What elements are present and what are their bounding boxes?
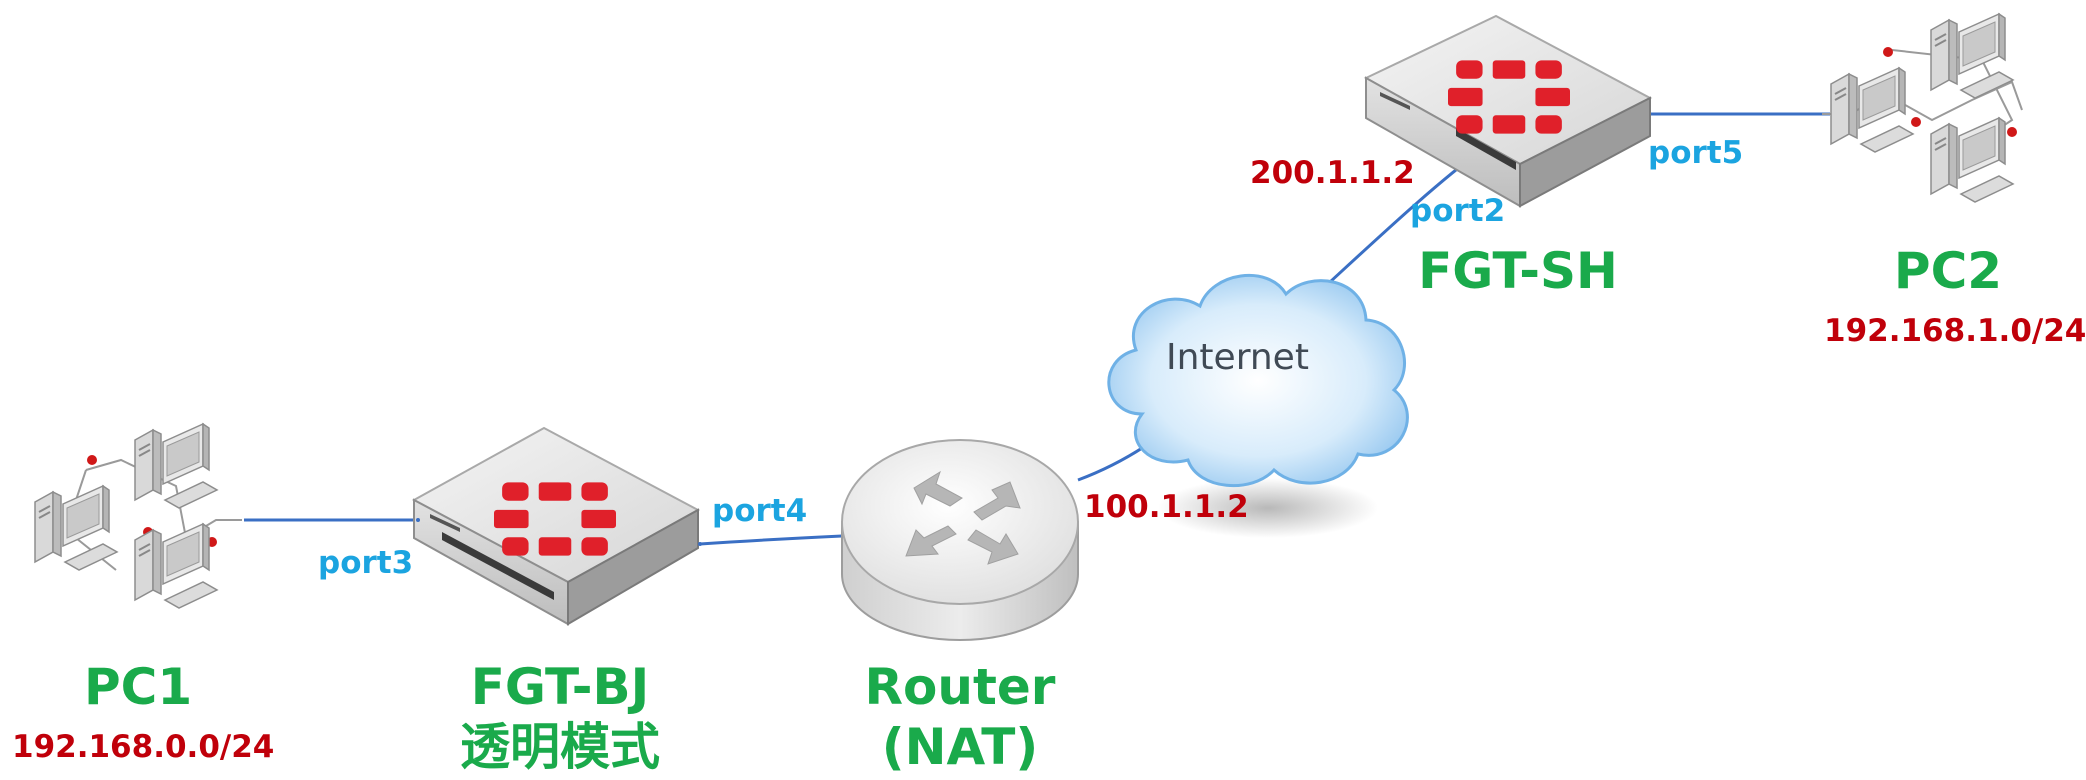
pc2-computer-group-icon: [1822, 12, 2023, 204]
internet-cloud-icon: [1107, 273, 1409, 488]
port4-label: port4: [712, 493, 808, 529]
port5-label: port5: [1648, 135, 1744, 171]
fgt-bj-name-label: FGT-BJ: [470, 658, 650, 716]
port-connectors: [416, 518, 702, 546]
internet-label: Internet: [1166, 337, 1309, 378]
port2-label: port2: [1410, 193, 1506, 229]
fgt-bj-firewall-icon: [411, 426, 701, 626]
fgt-sh-firewall-icon: [1363, 14, 1653, 208]
router-wan-ip-label: 100.1.1.2: [1084, 489, 1249, 525]
fgt-sh-name-label: FGT-SH: [1418, 242, 1618, 300]
pc2-subnet-label: 192.168.1.0/24: [1824, 313, 2086, 349]
router-name-label: Router: [864, 658, 1056, 716]
router-nat-label: (NAT): [881, 718, 1039, 776]
pc1-subnet-label: 192.168.0.0/24: [12, 729, 275, 765]
pc1-name-label: PC1: [84, 658, 193, 716]
router-icon: [841, 439, 1079, 641]
pc1-computer-group-icon: [33, 422, 242, 610]
pc2-name-label: PC2: [1893, 242, 2003, 300]
link-fgt-bj-router: [699, 534, 843, 546]
cloud-shadow: [1158, 478, 1378, 538]
fgt-sh-wan-ip-label: 200.1.1.2: [1250, 155, 1415, 191]
port3-label: port3: [318, 545, 414, 581]
fgt-bj-mode-label: 透明模式: [460, 718, 660, 776]
